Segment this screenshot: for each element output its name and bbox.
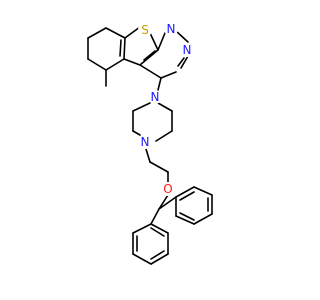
bond xyxy=(132,223,152,234)
atom-label: O xyxy=(163,182,172,196)
bond xyxy=(179,191,195,201)
bond xyxy=(123,37,126,60)
nitrogen-atom: N xyxy=(138,135,152,149)
nitrogen-atom: N xyxy=(164,22,178,36)
bond xyxy=(157,77,162,91)
bond xyxy=(150,253,169,265)
bond xyxy=(123,58,141,66)
bond xyxy=(105,27,126,39)
bond xyxy=(149,161,169,173)
bond xyxy=(155,130,173,142)
atom-label: N xyxy=(167,22,176,36)
bond xyxy=(149,32,159,51)
bond xyxy=(158,194,169,210)
bond xyxy=(124,26,141,39)
atom-label: S xyxy=(141,23,149,37)
bond xyxy=(150,223,169,234)
bond xyxy=(143,50,156,61)
bond xyxy=(180,55,189,69)
bond xyxy=(175,30,189,43)
sulfur-atom: S xyxy=(138,23,152,37)
bond xyxy=(157,32,166,51)
bond xyxy=(179,212,195,221)
bond xyxy=(175,215,195,225)
bonds xyxy=(87,26,213,265)
molecule-structure-diagram: S N N N N O xyxy=(87,22,213,265)
nitrogen-atom: N xyxy=(148,90,162,104)
bond xyxy=(87,58,107,71)
bond xyxy=(119,39,122,57)
bond xyxy=(150,250,165,260)
bond xyxy=(132,102,151,112)
bond xyxy=(132,253,152,265)
oxygen-atom: O xyxy=(161,182,175,196)
bond xyxy=(150,227,165,237)
bond xyxy=(193,186,213,196)
bond xyxy=(132,130,141,136)
atom-label: N xyxy=(151,90,160,104)
bond xyxy=(158,196,177,210)
atom-label: N xyxy=(141,135,150,149)
bond xyxy=(157,102,173,112)
bond xyxy=(139,64,162,79)
bond xyxy=(193,213,213,225)
bond xyxy=(139,49,159,66)
bond xyxy=(87,27,107,39)
atom-label: N xyxy=(183,43,192,57)
bond xyxy=(160,71,177,79)
bond xyxy=(175,186,195,198)
atom-labels: S N N N N O xyxy=(138,22,194,196)
bond xyxy=(145,148,151,163)
nitrogen-atom: N xyxy=(180,43,194,57)
bond xyxy=(105,58,125,71)
bond xyxy=(150,208,160,225)
bond xyxy=(177,57,185,67)
